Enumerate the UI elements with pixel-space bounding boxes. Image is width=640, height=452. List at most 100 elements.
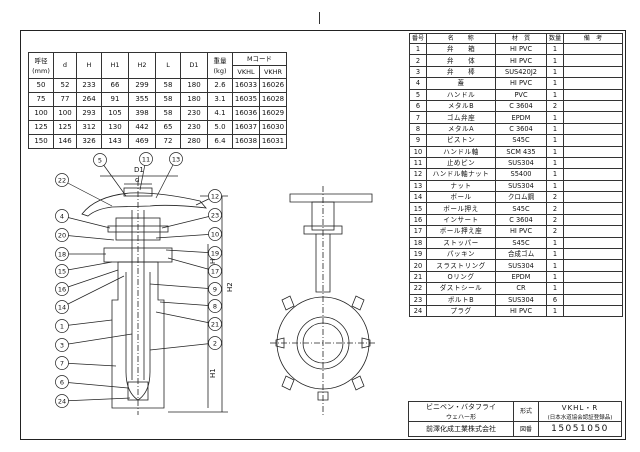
balloon-leader — [61, 261, 113, 272]
parts-cell: HI PVC — [495, 42, 547, 56]
balloon-leader — [61, 234, 115, 241]
dim-header-mcode: Mコード — [232, 52, 287, 66]
part-balloon: 7 — [55, 356, 117, 370]
title-model-value: VKHL・R — [561, 403, 599, 412]
label-D1: D1 — [134, 166, 144, 174]
label-H2: H2 — [226, 282, 234, 292]
balloon-number: 5 — [98, 156, 102, 164]
balloon-leader — [165, 249, 216, 254]
side-neck — [315, 234, 331, 293]
part-balloon: 10 — [155, 227, 222, 241]
part-balloon: 22 — [55, 173, 113, 207]
side-handle — [289, 193, 373, 203]
balloon-number: 20 — [58, 231, 66, 239]
dimension-table: 呼径 (mm) d H H1 H2 L D1 重量 (kg) Mコード VKHL… — [28, 52, 287, 149]
balloon-number: 24 — [58, 397, 66, 405]
part-balloon: 3 — [55, 333, 133, 352]
balloon-number: 16 — [58, 285, 66, 293]
balloon-circle — [208, 299, 222, 313]
balloon-circle — [208, 317, 222, 331]
part-balloon: 19 — [165, 246, 222, 260]
title-model-note: (日本水道協会認証登録品) — [547, 414, 613, 421]
balloon-number: 21 — [211, 320, 219, 328]
balloon-leader — [155, 158, 177, 199]
balloon-circle — [208, 264, 222, 278]
part-balloon: 5 — [93, 153, 127, 197]
balloon-number: 9 — [213, 285, 217, 293]
balloon-circle — [55, 282, 69, 296]
balloon-number: 22 — [58, 176, 66, 184]
balloon-leader — [61, 179, 113, 207]
balloon-leader — [99, 159, 127, 197]
drawing-frame — [20, 30, 626, 440]
balloon-leader — [61, 362, 117, 367]
dimension-cell: 16031 — [259, 134, 287, 149]
part-balloon: 18 — [55, 247, 106, 261]
balloon-number: 3 — [60, 341, 64, 349]
label-H: H — [209, 259, 217, 264]
label-d: d — [135, 176, 139, 184]
balloon-number: 10 — [211, 230, 219, 238]
part-balloon: 2 — [149, 336, 222, 351]
balloon-circle — [208, 246, 222, 260]
balloon-leader — [61, 333, 133, 346]
balloon-leader — [155, 311, 216, 325]
parts-cell: 1 — [546, 304, 564, 318]
balloon-circle — [55, 209, 69, 223]
balloon-number: 15 — [58, 267, 66, 275]
part-balloon: 17 — [167, 257, 222, 278]
part-balloon: 1 — [55, 319, 113, 333]
title-product-name: ビニベン・バタフライ — [426, 403, 496, 411]
balloon-circle — [208, 336, 222, 350]
sheet-center-mark — [319, 12, 320, 24]
side-lugs — [275, 295, 371, 401]
balloon-circle — [55, 247, 69, 261]
balloon-number: 8 — [213, 302, 217, 310]
balloon-circle — [55, 356, 69, 370]
parts-cell — [563, 42, 623, 56]
valve-body — [111, 261, 165, 409]
part-balloon: 20 — [55, 228, 115, 242]
part-balloon: 4 — [55, 209, 111, 229]
dim-header-d: d — [53, 52, 77, 79]
balloon-circle — [55, 319, 69, 333]
balloon-number: 13 — [172, 155, 180, 163]
title-drawing-no: 15051050 — [538, 421, 622, 437]
balloon-circle — [93, 153, 107, 167]
balloon-leader — [159, 301, 216, 307]
part-balloon: 12 — [195, 189, 222, 206]
balloon-circle — [55, 173, 69, 187]
part-balloon: 6 — [55, 375, 129, 389]
balloon-circle — [55, 228, 69, 242]
balloon-number: 6 — [60, 378, 64, 386]
balloon-circle — [208, 282, 222, 296]
balloon-circle — [139, 152, 153, 166]
parts-cell: 1 — [409, 42, 427, 56]
label-H1: H1 — [209, 368, 217, 378]
balloon-leader — [61, 397, 131, 402]
balloon-leader — [61, 275, 125, 308]
front-view — [81, 175, 228, 415]
part-balloon: 14 — [55, 275, 125, 314]
part-balloon: 21 — [155, 311, 222, 331]
balloon-circle — [169, 152, 183, 166]
part-balloon: 8 — [159, 299, 222, 313]
part-balloon: 23 — [161, 208, 222, 229]
